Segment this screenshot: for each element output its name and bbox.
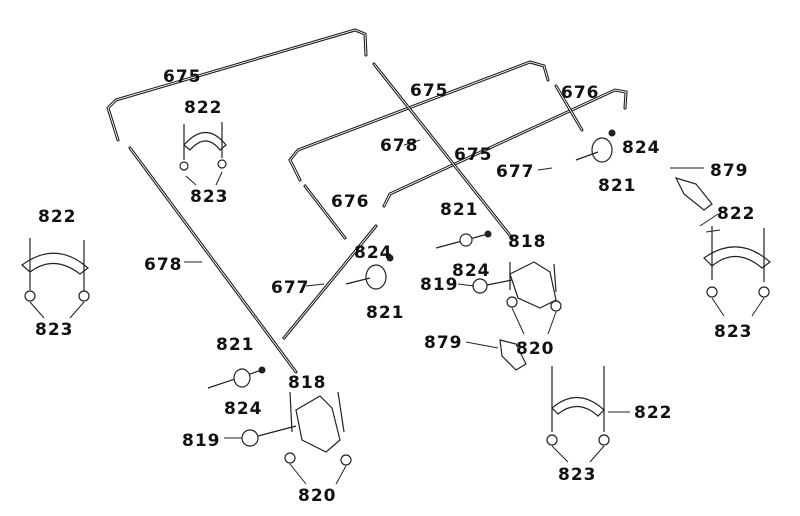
label-822-left: 822	[38, 207, 77, 227]
leader-lines	[29, 139, 765, 485]
label-823-bottom: 823	[558, 465, 597, 485]
label-821-mid: 821	[440, 200, 479, 220]
clamp-822-left	[21, 238, 90, 302]
label-818-right: 818	[508, 232, 547, 252]
label-823-right: 823	[714, 322, 753, 342]
label-822-right: 822	[717, 204, 756, 224]
label-820-right: 820	[516, 339, 555, 359]
label-675-middle: 675	[410, 81, 449, 101]
label-824-left: 824	[224, 399, 263, 419]
label-677-right: 677	[496, 162, 535, 182]
bolt-assembly-821-mid	[435, 230, 492, 249]
label-821-center: 821	[366, 303, 405, 323]
label-824-mid: 824	[452, 261, 491, 281]
nuts-820-right	[506, 296, 562, 312]
middle-handle-675	[288, 60, 550, 182]
label-819-right: 819	[420, 275, 459, 295]
lower-extension-677	[282, 224, 378, 340]
left-extension-676	[303, 184, 347, 240]
label-675-upper: 675	[163, 67, 202, 87]
nuts-820-left	[284, 452, 352, 466]
label-678-right: 678	[380, 136, 419, 156]
lower-handle-675	[382, 88, 628, 208]
right-rod-678	[372, 62, 514, 240]
label-821-left: 821	[216, 335, 255, 355]
right-extension-676	[554, 84, 584, 132]
label-823-left: 823	[35, 320, 74, 340]
hinge-879-center	[499, 339, 527, 371]
bolt-assembly-821-left	[207, 366, 266, 389]
label-677-left: 677	[271, 278, 310, 298]
bracket-818-right	[472, 261, 557, 309]
clamp-822-right	[703, 226, 771, 298]
upper-handle-675	[106, 28, 368, 142]
label-676-left: 676	[331, 192, 370, 212]
label-678-left: 678	[144, 255, 183, 275]
hinge-879-right	[674, 177, 713, 211]
left-rod-678	[128, 146, 298, 374]
label-879-center: 879	[424, 333, 463, 353]
label-822-top: 822	[184, 98, 223, 118]
label-676-right: 676	[561, 83, 600, 103]
clamp-822-bottom	[546, 366, 610, 446]
label-821-right: 821	[598, 176, 637, 196]
knob-assembly-right	[575, 129, 616, 163]
label-824-right: 824	[622, 138, 661, 158]
clamp-822-top	[179, 122, 227, 171]
label-822-bottom: 822	[634, 403, 673, 423]
label-675-lower: 675	[454, 145, 493, 165]
knob-assembly-center	[345, 254, 394, 290]
label-879-right: 879	[710, 161, 749, 181]
label-824-center: 824	[354, 243, 393, 263]
label-820-left: 820	[298, 486, 337, 506]
label-819-left: 819	[182, 431, 221, 451]
bracket-818-left	[241, 391, 345, 453]
label-823-top: 823	[190, 187, 229, 207]
label-818-left: 818	[288, 373, 327, 393]
